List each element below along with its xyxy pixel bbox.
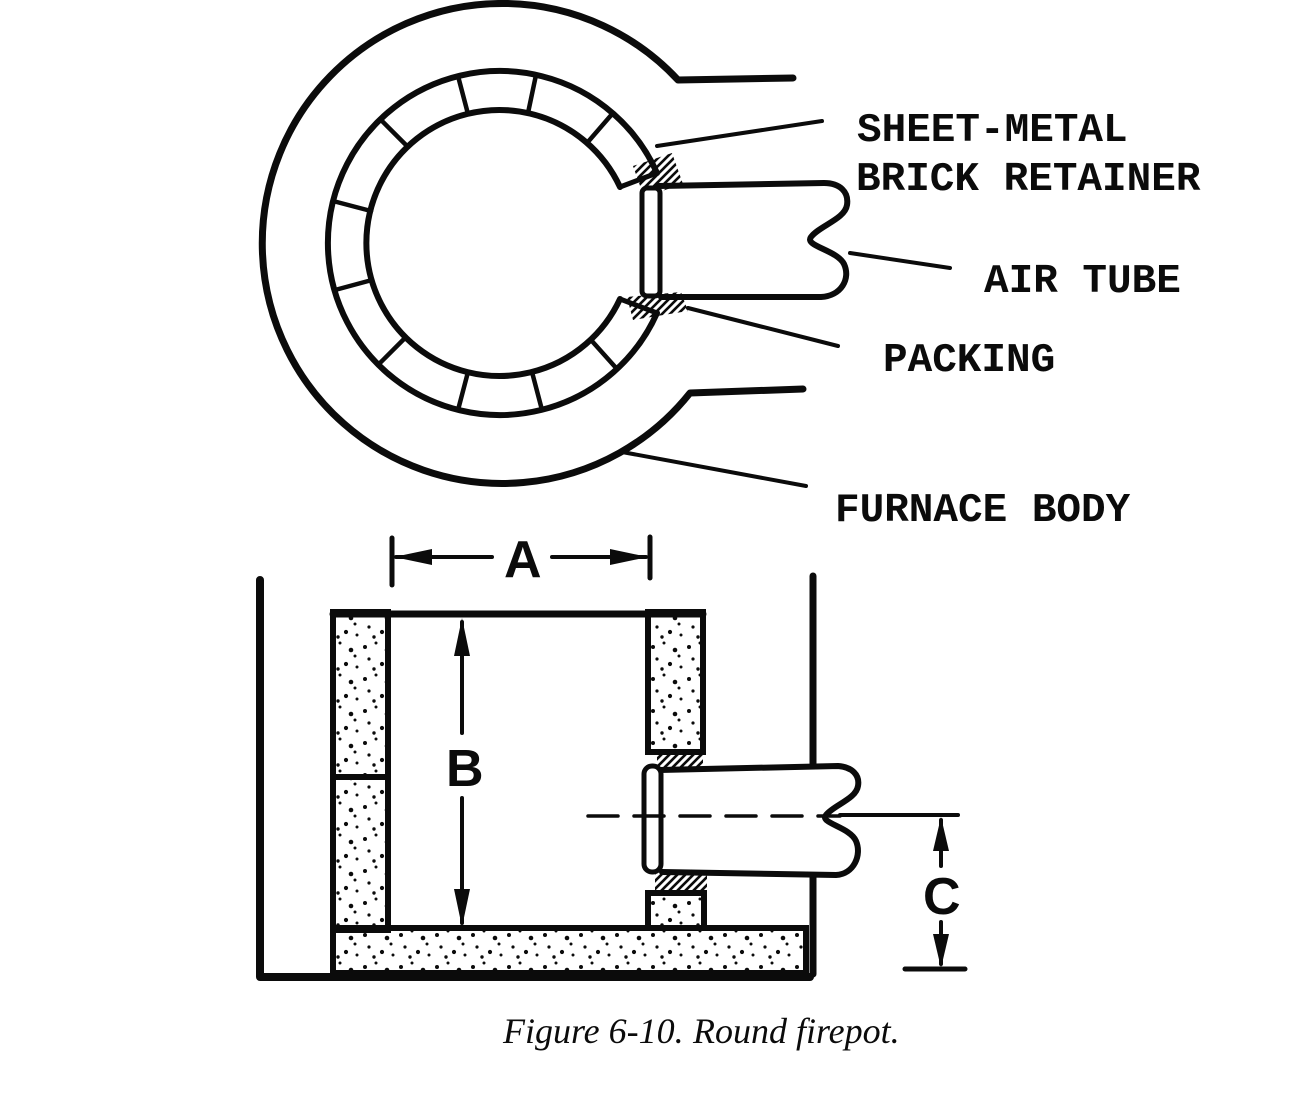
caption-title: Round firepot. [692, 1011, 900, 1051]
brick-ring-outer [324, 68, 660, 418]
leader-furnace-body [620, 450, 808, 488]
dim-c-arrow-down [933, 934, 949, 968]
label-packing: PACKING [883, 338, 1055, 384]
dim-b-arrow-up [454, 618, 470, 656]
packing-hatch-lower-section [655, 872, 707, 894]
brick-right-upper [645, 609, 706, 755]
figure-caption: Figure 6-10. Round firepot. [502, 1011, 900, 1051]
brick-floor-slab [330, 925, 809, 976]
brick-ring-inner [363, 107, 623, 379]
dim-a-label: A [504, 531, 542, 589]
furnace-body-outline [258, 0, 807, 487]
plan-view: SHEET-METAL BRICK RETAINER AIR TUBE PACK… [258, 0, 1201, 534]
brick-joints [330, 72, 620, 413]
leader-packing [686, 306, 840, 348]
air-tube-section-fill [660, 766, 859, 875]
brick-left-lower [330, 774, 391, 933]
dimension-a: A [389, 531, 653, 589]
packing-hatch-upper-section [657, 752, 703, 769]
air-tube-plan [656, 180, 851, 300]
dimension-c: C [902, 817, 968, 972]
furnace-wall-left-bottom [256, 576, 814, 981]
label-sheet-metal-line1: SHEET-METAL [857, 108, 1128, 154]
dimension-b: B [446, 618, 484, 927]
label-sheet-metal-line2: BRICK RETAINER [856, 157, 1201, 203]
dim-b-arrow-down [454, 889, 470, 927]
brick-left-upper [330, 609, 391, 780]
dim-c-label: C [923, 868, 961, 926]
dim-a-arrow-left [394, 549, 432, 565]
leader-air-tube [848, 251, 952, 270]
label-air-tube: AIR TUBE [984, 259, 1181, 305]
leader-sheet-metal [655, 119, 824, 148]
brick-retainer-plan [639, 185, 663, 299]
brick-retainer-section [641, 763, 664, 875]
cross-section-view: A B C [256, 531, 968, 981]
caption-number: Figure 6-10. [502, 1011, 684, 1051]
label-furnace-body: FURNACE BODY [835, 488, 1131, 534]
dim-c-arrow-up [933, 817, 949, 851]
dim-b-label: B [446, 740, 484, 798]
firepot-bricks [330, 609, 809, 976]
dim-a-arrow-right [610, 549, 648, 565]
brick-right-small [645, 890, 707, 931]
